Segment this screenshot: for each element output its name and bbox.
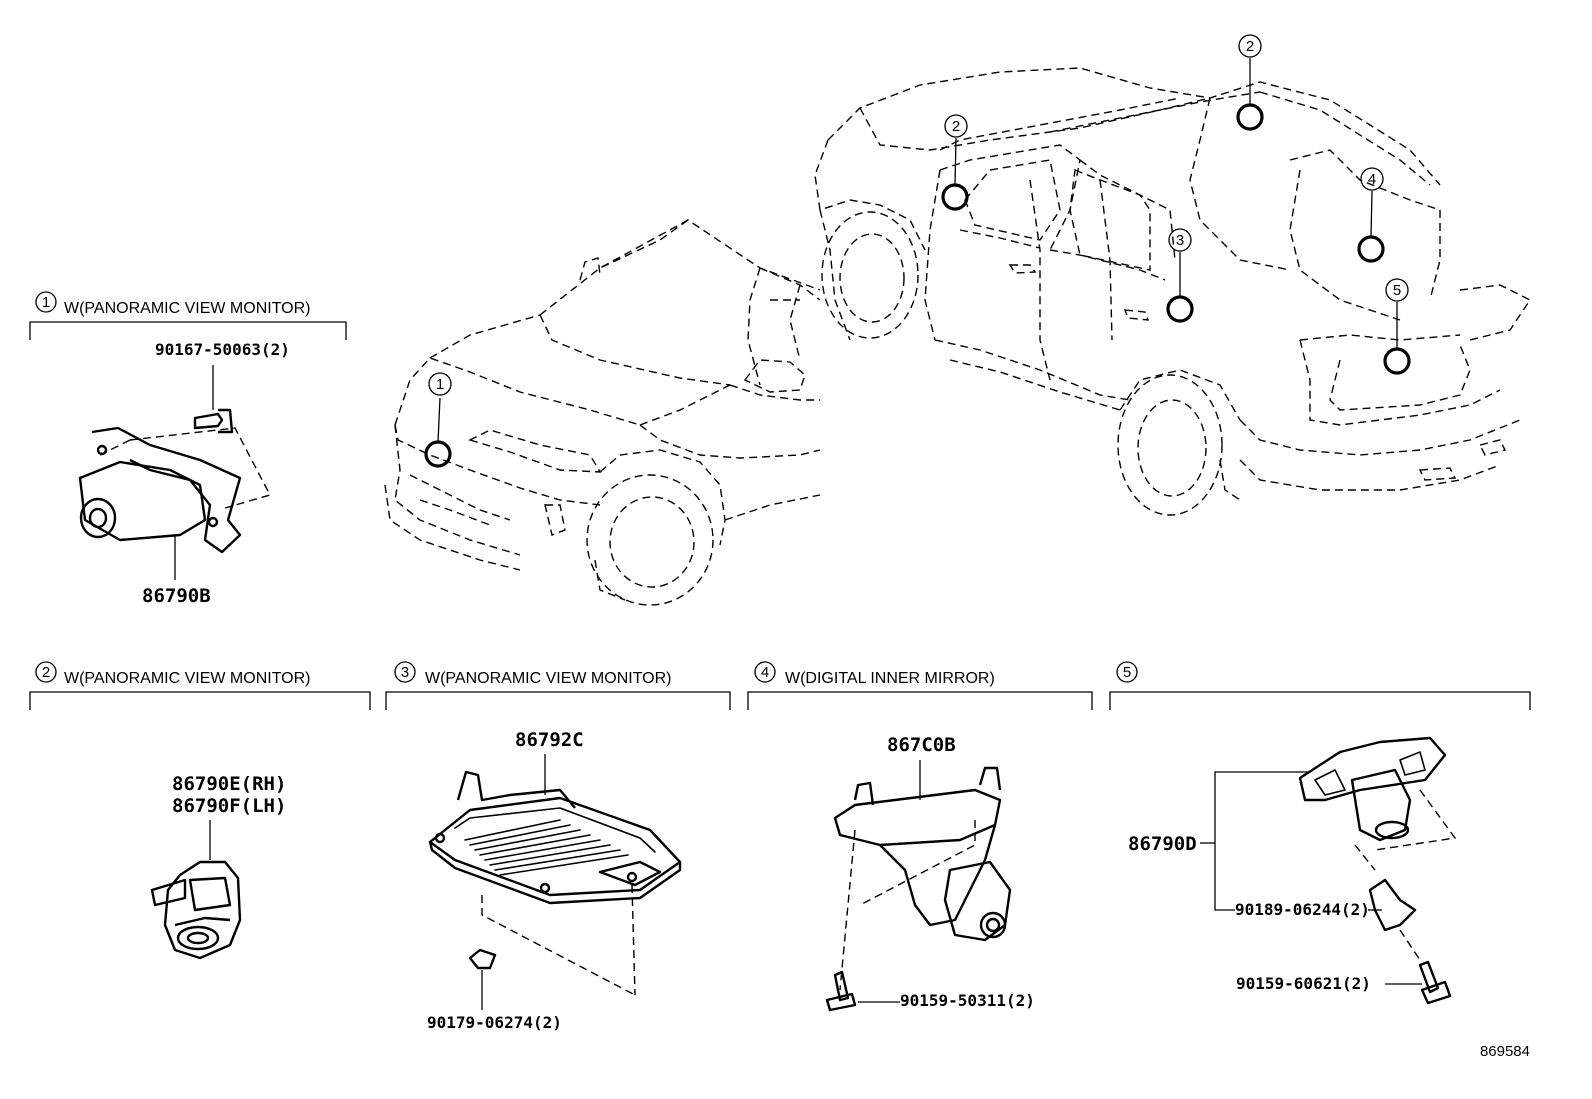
callout-3: 3 [1176,232,1184,249]
section-3: 3 W(PANORAMIC VIEW MONITOR) 86792C 90179… [385,661,731,1032]
callout-2-left: 2 [952,118,960,135]
part-90167-50063: 90167-50063(2) [155,340,290,359]
rear-vehicle-view: 2 2 3 4 5 [814,34,1532,516]
part-86792C: 86792C [515,729,584,751]
section-4-number: 4 [761,664,769,681]
callout-5: 5 [1393,282,1401,299]
section-3-number: 3 [401,664,409,681]
figure-reference-number: 869584 [1480,1043,1530,1060]
section-2: 2 W(PANORAMIC VIEW MONITOR) 86790E(RH) 8… [29,661,371,960]
part-86790D: 86790D [1128,833,1197,855]
part-86790E-RH: 86790E(RH) [172,773,286,795]
location-marker-1 [424,440,452,468]
location-marker-3 [1166,295,1194,323]
section-2-number: 2 [42,664,50,681]
section-1-number: 1 [42,294,50,311]
callout-2-right: 2 [1246,38,1254,55]
section-3-title: W(PANORAMIC VIEW MONITOR) [425,670,672,687]
location-marker-2-left [941,183,969,211]
part-90159-50311: 90159-50311(2) [900,991,1035,1010]
part-86790B: 86790B [142,585,211,607]
section-5: 5 86790D 90189-06244(2) 90159-60621(2) [1109,661,1531,1005]
part-867C0B: 867C0B [887,734,956,756]
part-90179-06274: 90179-06274(2) [427,1013,562,1032]
callout-4: 4 [1368,171,1376,188]
location-marker-5 [1383,347,1411,375]
location-marker-4 [1357,235,1385,263]
section-1-title: W(PANORAMIC VIEW MONITOR) [64,300,311,317]
front-vehicle-view: 1 [384,219,821,606]
location-marker-2-right [1236,103,1264,131]
callout-1-front: 1 [436,376,444,393]
part-90189-06244: 90189-06244(2) [1235,900,1370,919]
section-4: 4 W(DIGITAL INNER MIRROR) 867C0B 90159-5… [747,661,1093,1012]
section-1: 1 W(PANORAMIC VIEW MONITOR) 90167-50063(… [29,291,347,607]
section-5-number: 5 [1123,664,1131,681]
section-2-title: W(PANORAMIC VIEW MONITOR) [64,670,311,687]
section-4-title: W(DIGITAL INNER MIRROR) [785,670,995,687]
part-86790F-LH: 86790F(LH) [172,795,286,817]
part-90159-60621: 90159-60621(2) [1236,974,1371,993]
